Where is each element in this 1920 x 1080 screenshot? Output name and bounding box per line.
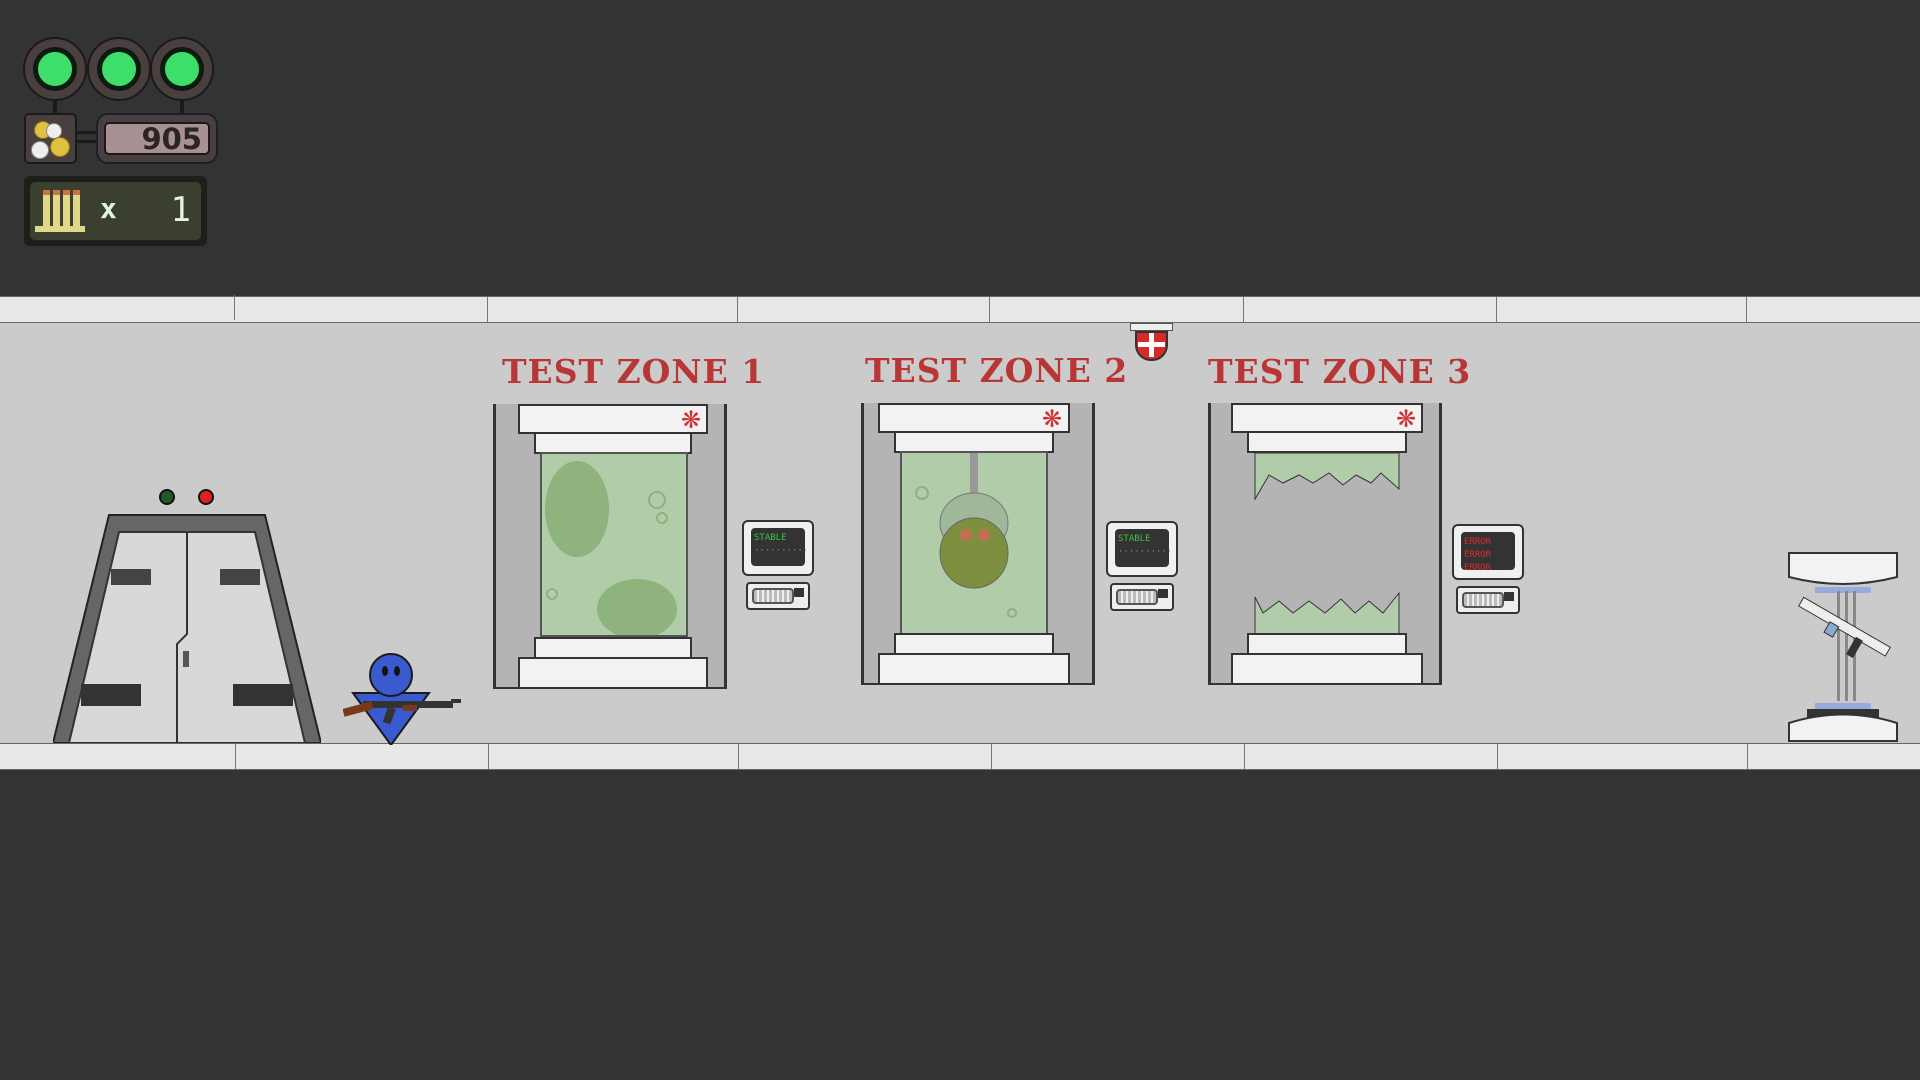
coin-counter: 905: [96, 113, 218, 164]
coin-count: 905: [104, 122, 210, 155]
weapon-pickup-pedestal[interactable]: [1787, 551, 1900, 743]
ceiling: [0, 295, 1920, 323]
door-light-green: [159, 489, 175, 505]
terminal-zone-1[interactable]: STABLE··········: [742, 520, 814, 610]
terminal-1-status: STABLE: [754, 533, 787, 543]
rifle-pickup-icon: [1798, 596, 1891, 659]
terminal-zone-2[interactable]: STABLE··········: [1106, 521, 1178, 611]
terminal-3-line-1: ERROR: [1464, 537, 1492, 547]
containment-tank-1: ❋: [493, 404, 727, 689]
ammo-panel: x 1: [24, 176, 207, 246]
door-light-red: [198, 489, 214, 505]
ammo-count: 1: [170, 190, 191, 230]
exit-door[interactable]: [53, 514, 321, 743]
bullets-icon: [35, 186, 87, 232]
containment-tank-2: ❋: [861, 403, 1095, 685]
health-pip-2: [87, 37, 151, 101]
player-character: [342, 653, 463, 747]
biohazard-icon: ❋: [681, 406, 702, 434]
biohazard-icon: ❋: [1396, 405, 1417, 433]
terminal-2-status: STABLE: [1118, 534, 1151, 544]
alarm-light-icon: [1130, 323, 1173, 365]
zone-2-title: TEST ZONE 2: [865, 351, 1129, 390]
coins-icon: [24, 113, 77, 164]
ammo-multiplier: x: [100, 192, 117, 225]
zone-1-title: TEST ZONE 1: [502, 352, 766, 391]
health-pip-1: [23, 37, 87, 101]
containment-tank-3-broken: ❋: [1208, 403, 1442, 685]
floor: [0, 743, 1920, 770]
rifle-icon: [342, 699, 461, 725]
health-pip-3: [150, 37, 214, 101]
terminal-3-line-3: ERROR: [1464, 563, 1492, 573]
terminal-3-line-2: ERROR: [1464, 550, 1492, 560]
zone-3-title: TEST ZONE 3: [1208, 352, 1472, 391]
biohazard-icon: ❋: [1042, 405, 1063, 433]
terminal-zone-3[interactable]: ERROR ERROR ERROR: [1452, 524, 1524, 614]
